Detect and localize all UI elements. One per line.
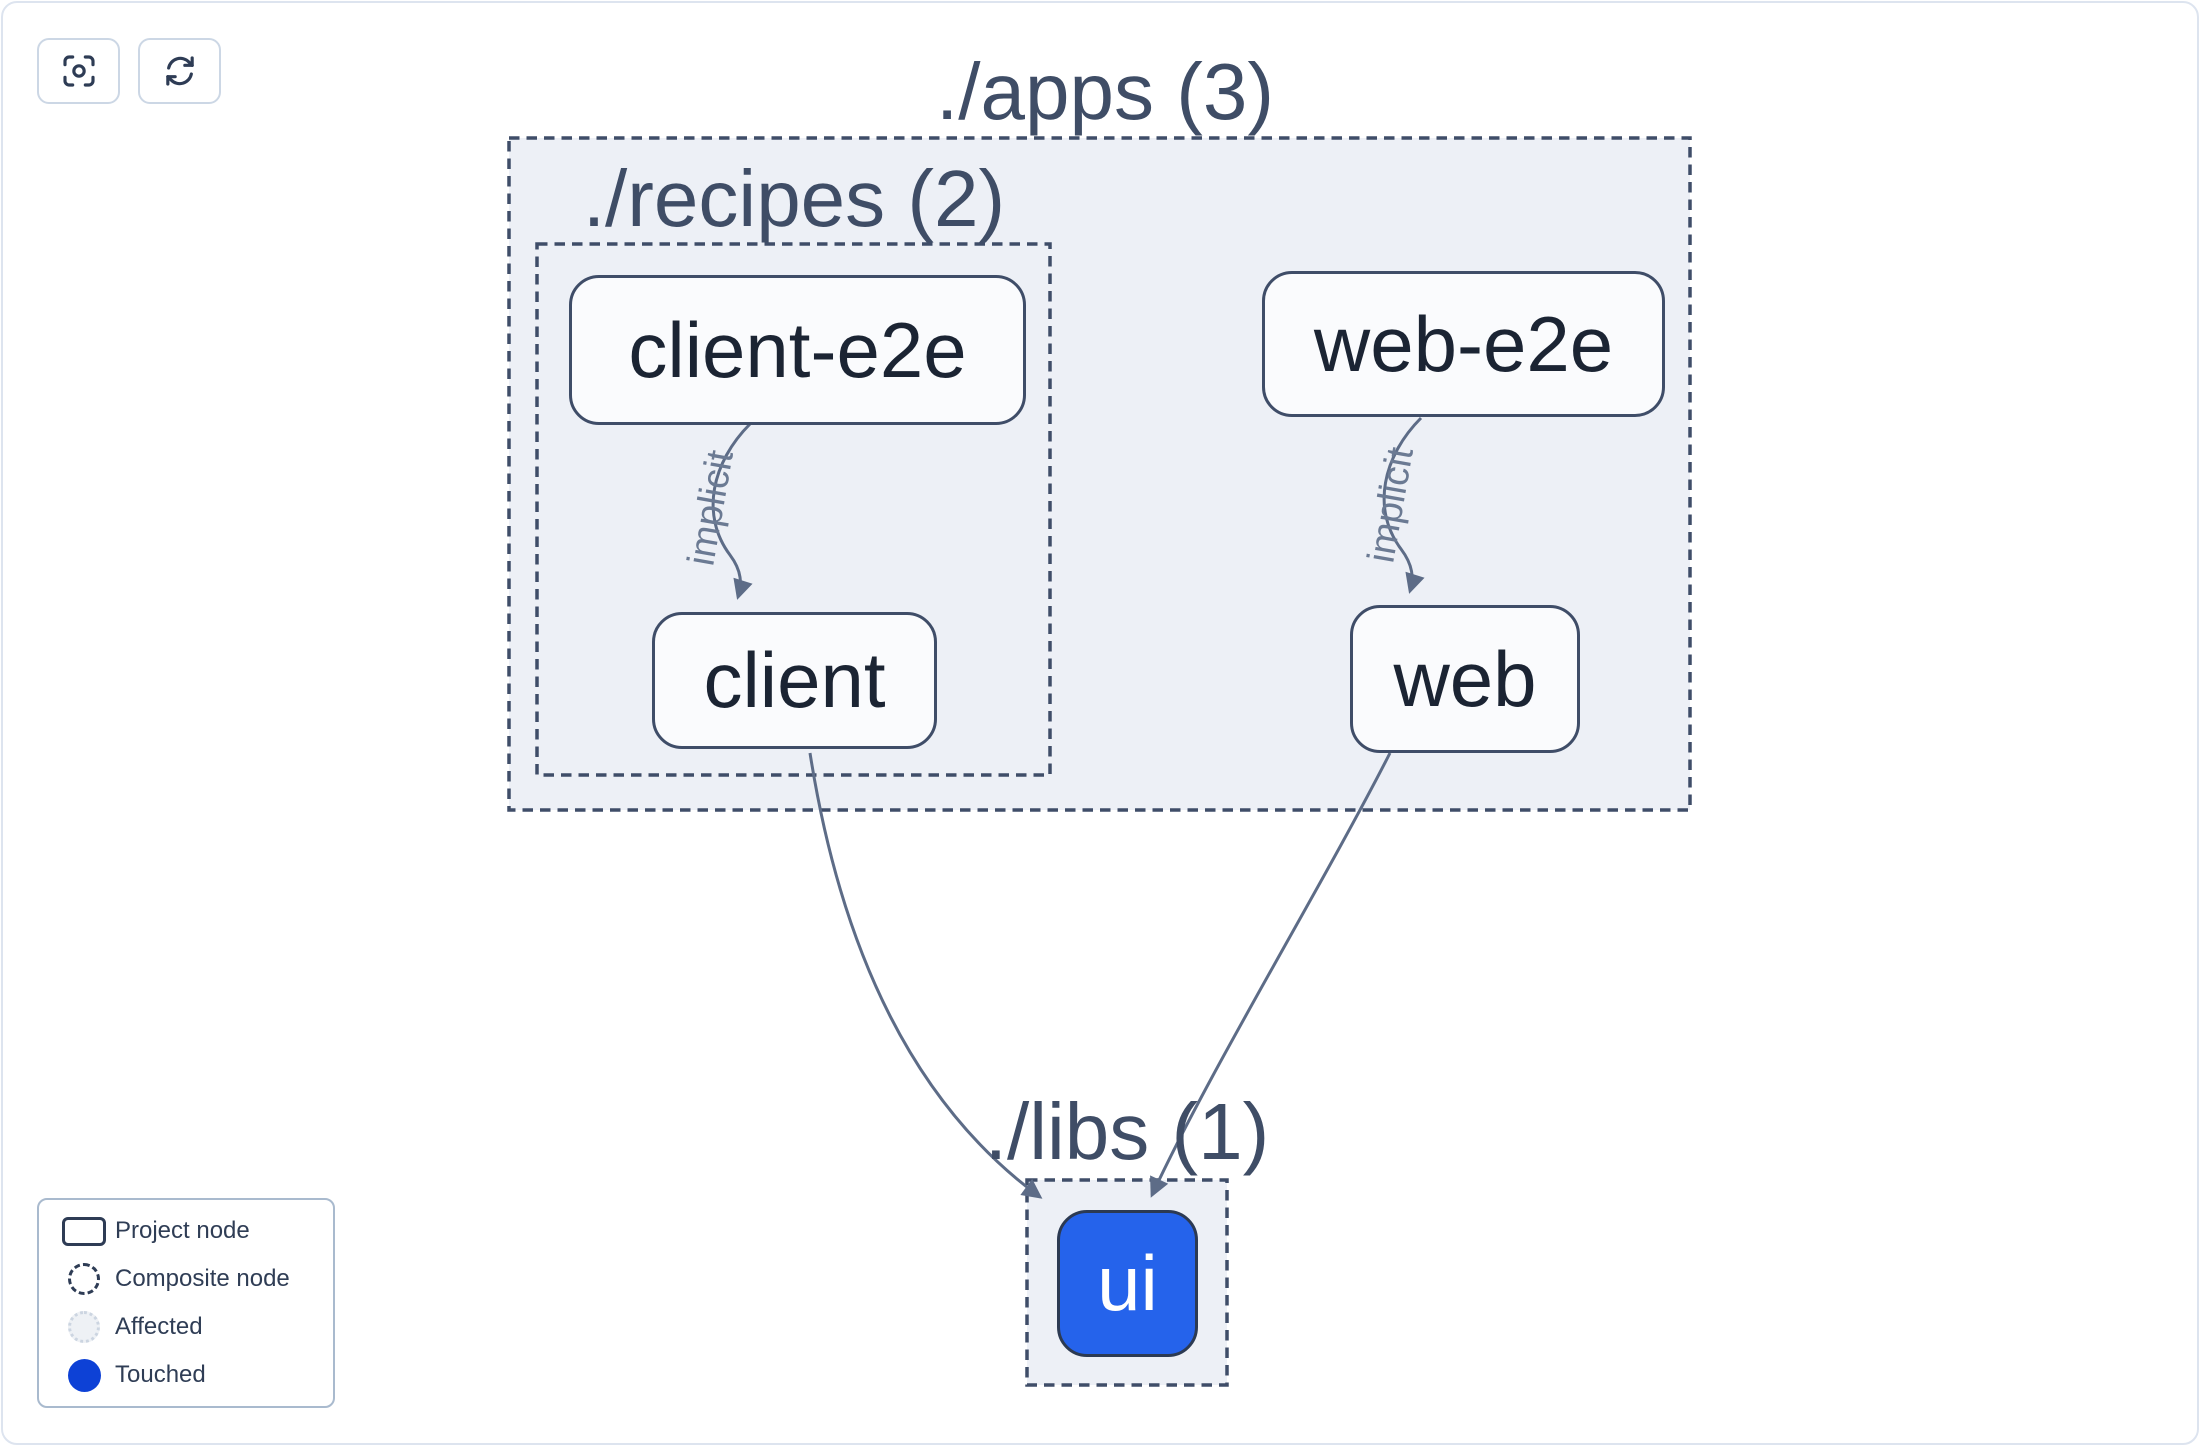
legend-panel: Project node Composite node Affected Tou… xyxy=(37,1198,335,1408)
edge-client-e2e-to-client[interactable] xyxy=(711,422,753,600)
focus-icon xyxy=(62,55,95,87)
group-label-libs[interactable]: ./libs (1) xyxy=(984,1087,1270,1176)
legend-label: Project node xyxy=(115,1217,250,1244)
legend-label: Composite node xyxy=(115,1265,290,1292)
legend-item-composite-node: Composite node xyxy=(53,1263,323,1296)
legend-item-touched: Touched xyxy=(53,1358,323,1392)
center-graph-button[interactable] xyxy=(37,38,120,104)
group-label-apps[interactable]: ./apps (3) xyxy=(936,47,1274,136)
graph-toolbar xyxy=(37,38,221,104)
affected-swatch xyxy=(68,1311,100,1343)
node-client-e2e-label: client-e2e xyxy=(628,305,967,394)
legend-label: Affected xyxy=(115,1313,203,1340)
legend-label: Touched xyxy=(115,1361,206,1388)
refresh-icon xyxy=(165,56,194,86)
edge-web-to-ui[interactable] xyxy=(1150,752,1392,1198)
edge-web-e2e-to-web[interactable] xyxy=(1382,416,1425,594)
node-ui-label: ui xyxy=(1097,1239,1158,1327)
node-client[interactable]: client xyxy=(652,612,937,749)
node-ui-touched[interactable]: ui xyxy=(1057,1210,1198,1357)
node-web-e2e[interactable]: web-e2e xyxy=(1262,271,1665,417)
edge-client-to-ui[interactable] xyxy=(808,752,1043,1199)
node-client-e2e[interactable]: client-e2e xyxy=(569,275,1026,425)
legend-item-affected: Affected xyxy=(53,1311,323,1344)
composite-node-swatch xyxy=(68,1263,100,1295)
node-web[interactable]: web xyxy=(1350,605,1580,753)
legend-item-project-node: Project node xyxy=(53,1215,323,1248)
node-web-e2e-label: web-e2e xyxy=(1313,299,1614,388)
touched-swatch xyxy=(67,1358,101,1392)
node-web-label: web xyxy=(1393,634,1537,723)
group-label-recipes[interactable]: ./recipes (2) xyxy=(582,154,1006,243)
refresh-button[interactable] xyxy=(138,38,221,104)
project-node-swatch xyxy=(62,1216,106,1246)
node-client-label: client xyxy=(703,636,886,724)
